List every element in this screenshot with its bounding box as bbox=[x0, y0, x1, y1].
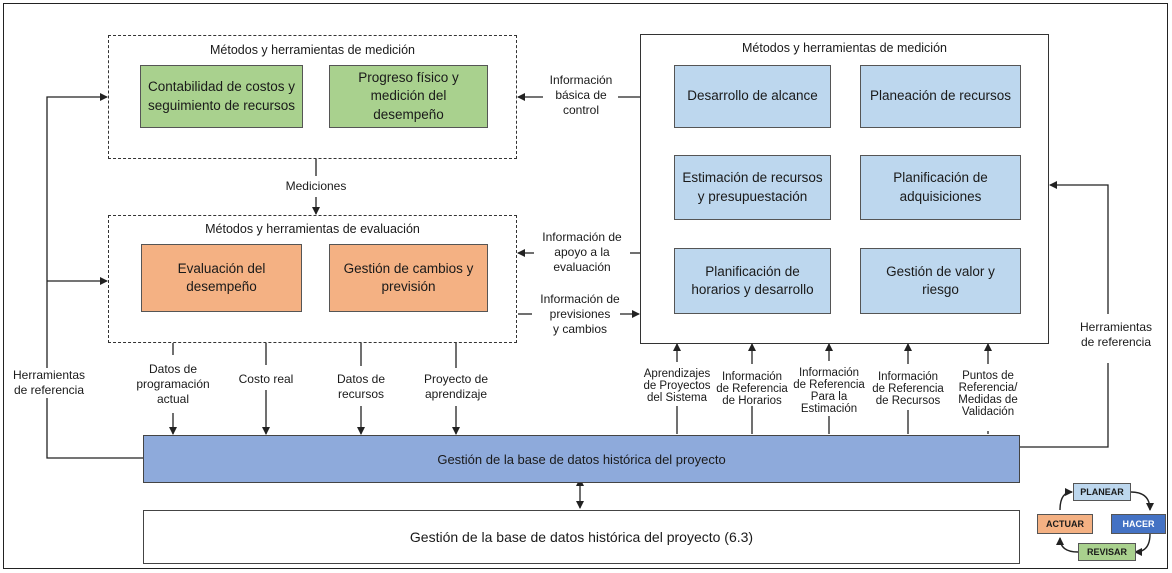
pdca-actuar: ACTUAR bbox=[1037, 514, 1093, 534]
diagram-frame bbox=[3, 3, 1168, 569]
mediciones-label: Mediciones bbox=[285, 179, 347, 193]
pdca-revisar: REVISAR bbox=[1078, 543, 1136, 561]
scope-development-box: Desarrollo de alcance bbox=[674, 65, 831, 128]
resource-planning-box: Planeación de recursos bbox=[860, 65, 1021, 128]
measurement-group-left bbox=[108, 35, 517, 159]
procurement-planning-box: Planificación de adquisiciones bbox=[860, 155, 1021, 220]
schedule-planning-box: Planificación de horarios y desarrollo bbox=[674, 248, 831, 314]
historical-database-bar: Gestión de la base de datos histórica de… bbox=[143, 435, 1020, 483]
value-risk-box: Gestión de valor y riesgo bbox=[860, 248, 1021, 314]
pdca-hacer: HACER bbox=[1111, 514, 1166, 534]
cost-accounting-box: Contabilidad de costos y seguimiento de … bbox=[140, 65, 303, 128]
measurement-group-left-caption: Métodos y herramientas de medición bbox=[210, 43, 415, 57]
measurement-group-right-caption: Métodos y herramientas de medición bbox=[742, 41, 947, 55]
evaluation-group bbox=[108, 215, 517, 343]
physical-progress-box: Progreso físico y medición del desempeño bbox=[329, 65, 488, 128]
change-management-box: Gestión de cambios y previsión bbox=[329, 244, 488, 312]
costo-real-label: Costo real bbox=[238, 372, 294, 386]
historical-database-box-6-3: Gestión de la base de datos histórica de… bbox=[143, 510, 1020, 564]
performance-evaluation-box: Evaluación del desempeño bbox=[141, 244, 302, 312]
measurement-group-right bbox=[640, 34, 1049, 344]
evaluation-group-caption: Métodos y herramientas de evaluación bbox=[205, 222, 420, 236]
cost-estimation-box: Estimación de recursos y presupuestación bbox=[674, 155, 831, 220]
pdca-planear: PLANEAR bbox=[1073, 483, 1131, 501]
